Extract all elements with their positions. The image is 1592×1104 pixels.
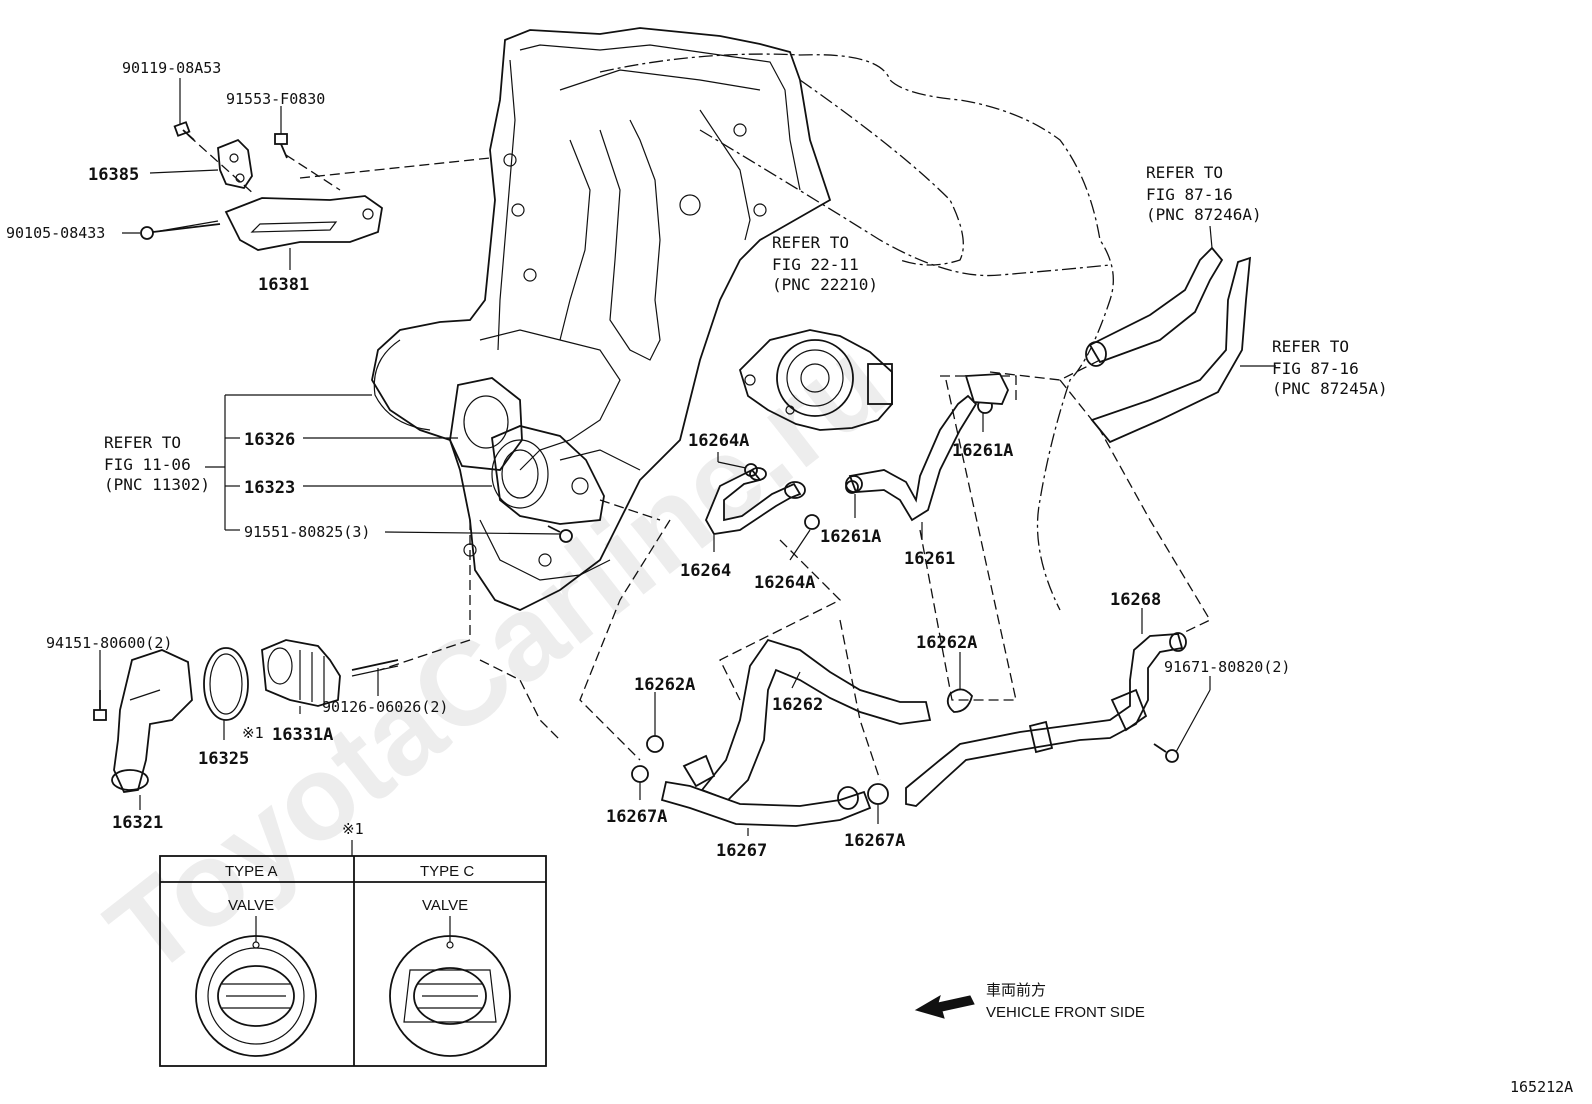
label-16323: 16323: [244, 478, 295, 498]
label-16264A-bottom: 16264A: [754, 573, 815, 593]
clamp-16264A-top: [744, 463, 758, 477]
label-16331A: 16331A: [272, 725, 333, 745]
thermostat-type-c-icon: [389, 935, 511, 1057]
hose-16264: [705, 467, 806, 535]
leader-lines: [99, 78, 1276, 836]
label-16261A-mid: 16261A: [820, 527, 881, 547]
timing-cover: [371, 27, 832, 611]
label-16264: 16264: [680, 561, 731, 581]
clamp-16264A-bottom: [804, 514, 820, 530]
bolt-91553: [274, 133, 288, 159]
thermostat-type-legend: ※1 TYPE A TYPE C VALVE VALVE: [159, 820, 547, 1067]
label-16268: 16268: [1110, 590, 1161, 610]
label-16267: 16267: [716, 841, 767, 861]
legend-type-a: TYPE A: [225, 863, 278, 880]
pipe-16268: [905, 632, 1187, 807]
gasket-16326: [449, 377, 523, 471]
clamp-16267A-right: [867, 783, 889, 805]
ref-fig22-line3: (PNC 22210): [772, 275, 878, 294]
label-90105: 90105-08433: [6, 224, 105, 242]
thermostat-type-a-icon: [195, 935, 317, 1057]
bolt-91551: [547, 525, 573, 543]
label-90126: 90126-06026(2): [322, 698, 448, 716]
dash-bracket-link-2: [285, 154, 341, 191]
ref-fig87a-line2: FIG 87-16: [1146, 185, 1233, 204]
bracket-16385: [217, 138, 253, 190]
hose-16262: [682, 638, 932, 802]
bolt-90105: [140, 220, 221, 240]
diagram-id: 165212A: [1510, 1078, 1573, 1096]
dash-throttle-to-hose: [1059, 379, 1211, 633]
clamp-16267A-left: [631, 765, 649, 783]
ref-fig87a-line1: REFER TO: [1146, 163, 1223, 182]
ref-fig87a-line3: (PNC 87246A): [1146, 205, 1262, 224]
thermostat-16331A: [261, 639, 341, 707]
label-16262A-left: 16262A: [634, 675, 695, 695]
bolt-91671: [1153, 743, 1179, 763]
dash-mid-route: [719, 539, 842, 701]
ref-fig87b-line3: (PNC 87245A): [1272, 379, 1388, 398]
housing-16323: [491, 425, 605, 525]
legend-valve-a: VALVE: [228, 897, 274, 914]
vehicle-front-indicator: 車両前方 VEHICLE FRONT SIDE: [914, 982, 1145, 1021]
heater-hoses: [1085, 246, 1252, 444]
engine-block-outline-lower: [699, 129, 1111, 277]
clamp-16262A-right: [946, 688, 973, 713]
label-16267A-right: 16267A: [844, 831, 905, 851]
legend-mark: ※1: [342, 820, 364, 838]
label-16264A-top: 16264A: [688, 431, 749, 451]
bracket-16381: [224, 195, 383, 251]
dash-left-route: [579, 519, 671, 761]
label-16326: 16326: [244, 430, 295, 450]
ref-fig87b-line1: REFER TO: [1272, 337, 1349, 356]
water-inlet-16321: [111, 649, 193, 793]
dash-bracket-link-3: [299, 157, 491, 179]
ref-fig11-line1: REFER TO: [104, 433, 181, 452]
label-16261A-top: 16261A: [952, 441, 1013, 461]
block-edge: [479, 659, 561, 741]
label-16267A-left: 16267A: [606, 807, 667, 827]
clamp-16261A-mid: [845, 480, 859, 494]
label-16321: 16321: [112, 813, 163, 833]
label-16262A-right: 16262A: [916, 633, 977, 653]
label-91551: 91551-80825(3): [244, 523, 370, 541]
throttle-body: [738, 329, 893, 431]
dash-throttle-right: [989, 359, 1101, 381]
dash-housing-right: [599, 499, 661, 521]
dash-housing-down: [379, 520, 471, 671]
label-90119: 90119-08A53: [122, 59, 221, 77]
front-arrow-icon: [914, 994, 975, 1019]
label-91671: 91671-80820(2): [1164, 658, 1290, 676]
gasket-ring-16325: [203, 647, 249, 721]
dash-16267-link: [839, 619, 881, 781]
ref-fig22-line1: REFER TO: [772, 233, 849, 252]
engine-block-outline-inner: [799, 79, 964, 266]
ref-fig87b-line2: FIG 87-16: [1272, 359, 1359, 378]
engine-block-outline: [599, 53, 1114, 611]
ref-fig11-line2: FIG 11-06: [104, 455, 191, 474]
ref-fig22-line2: FIG 22-11: [772, 255, 859, 274]
legend-type-c: TYPE C: [420, 863, 474, 880]
legend-valve-c: VALVE: [422, 897, 468, 914]
dash-bracket-link: [187, 134, 256, 196]
clamp-16262A-left: [646, 735, 664, 753]
direction-english: VEHICLE FRONT SIDE: [986, 1004, 1145, 1021]
label-16331A-mark: ※1: [242, 724, 264, 742]
hose-connector-top: [964, 373, 1009, 405]
hose-16267: [660, 780, 872, 827]
label-16262: 16262: [772, 695, 823, 715]
label-16381: 16381: [258, 275, 309, 295]
label-16325: 16325: [198, 749, 249, 769]
label-94151: 94151-80600(2): [46, 634, 172, 652]
label-91553: 91553-F0830: [226, 90, 325, 108]
stud-90126: [351, 659, 399, 677]
label-16385: 16385: [88, 165, 139, 185]
label-16261: 16261: [904, 549, 955, 569]
dash-16261-box: [919, 375, 1017, 701]
direction-japanese: 車両前方: [986, 982, 1046, 999]
bolt-94151: [93, 690, 107, 721]
ref-fig11-line3: (PNC 11302): [104, 475, 210, 494]
